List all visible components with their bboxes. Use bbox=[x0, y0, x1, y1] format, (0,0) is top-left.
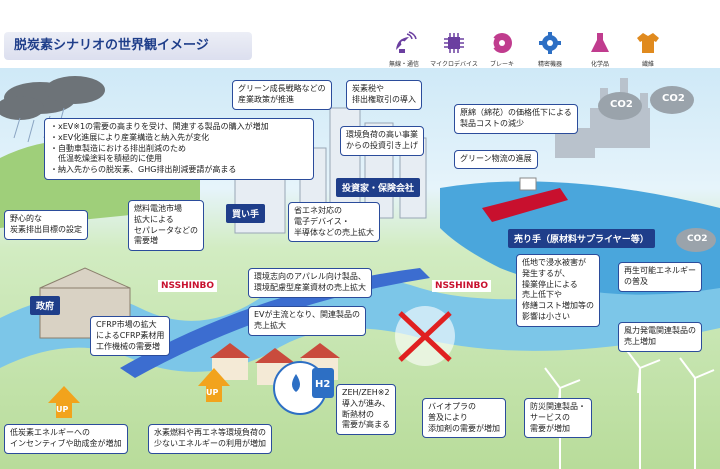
callout-cfrp: CFRP市場の拡大によるCFRP素材用 工作機械の需要増 bbox=[90, 316, 171, 357]
legend-microdevice: マイクロデバイス bbox=[428, 30, 480, 68]
callout-green-growth: グリーン成長戦略などの産業政策が推進 bbox=[232, 80, 332, 110]
role-investor: 投資家・保険会社 bbox=[336, 178, 421, 197]
callout-cotton-price: 原綿（綿花）の価格低下による製品コストの減少 bbox=[454, 104, 578, 134]
legend-wireless: 無線・通信 bbox=[378, 30, 430, 68]
co2-label: CO2 bbox=[662, 93, 685, 104]
up-label: UP bbox=[206, 388, 219, 397]
company-logo: NSSHINBO bbox=[158, 280, 218, 292]
company-logo: NSSHINBO bbox=[432, 280, 492, 292]
callout-energy-devices: 省エネ対応の電子デバイス・ 半導体などの売上拡大 bbox=[288, 202, 380, 243]
gear-icon bbox=[539, 32, 561, 54]
satellite-dish-icon bbox=[396, 31, 417, 53]
highway bbox=[120, 268, 430, 378]
callout-fuel-cell: 燃料電池市場拡大による セパレータなどの需要増 bbox=[128, 200, 204, 252]
callout-ev-main: EVが主流となり、関連製品の売上拡大 bbox=[248, 306, 366, 336]
hydrogen-station-icon bbox=[273, 361, 334, 415]
ship-icon bbox=[482, 177, 568, 222]
scenario-scene: CO2 CO2 CO2 UP UP H2 NSSHINBO NSSHINBO 買… bbox=[0, 68, 720, 469]
flask-icon bbox=[591, 33, 609, 52]
callout-water-damage: 低地で浸水被害が発生するが、 操業停止による売上低下や 修繕コスト増加等の影響は… bbox=[516, 254, 600, 327]
role-seller: 売り手（原材料サプライヤー等） bbox=[508, 229, 655, 248]
microchip-icon bbox=[444, 33, 464, 53]
callout-apparel: 環境志向のアパレル向け製品、環境配慮型産業資材の売上拡大 bbox=[248, 268, 372, 298]
callout-carbon-tax: 炭素税や排出権取引の導入 bbox=[346, 80, 422, 110]
shirt-icon bbox=[637, 33, 659, 53]
prohibited-sign-icon bbox=[395, 306, 455, 366]
callout-renewable: 再生可能エネルギーの普及 bbox=[618, 262, 702, 292]
up-arrow-icon bbox=[48, 368, 230, 418]
legend-chemical: 化学品 bbox=[574, 30, 626, 68]
legend-brake: ブレーキ bbox=[476, 30, 528, 68]
callout-hydrogen: 水素燃料や再エネ等環境負荷の少ないエネルギーの利用が増加 bbox=[148, 424, 272, 454]
callout-logistics: グリーン物流の進展 bbox=[454, 150, 538, 169]
brake-disc-icon bbox=[491, 33, 512, 53]
co2-label: CO2 bbox=[687, 234, 708, 244]
legend-precision: 精密機器 bbox=[524, 30, 576, 68]
role-buyer: 買い手 bbox=[226, 204, 266, 223]
callout-ambitious-target: 野心的な炭素排出目標の設定 bbox=[4, 210, 88, 240]
callout-low-energy-incentive: 低炭素エネルギーへのインセンティブや助成金が増加 bbox=[4, 424, 128, 454]
callout-bioplastic: バイオプラの普及により 添加剤の需要が増加 bbox=[422, 398, 506, 439]
co2-cloud-icon bbox=[598, 86, 716, 252]
role-government: 政府 bbox=[30, 296, 61, 315]
h2-label: H2 bbox=[315, 379, 331, 390]
callout-disaster: 防災関連製品・サービスの 需要が増加 bbox=[524, 398, 592, 439]
houses bbox=[210, 343, 340, 363]
callout-wind-power: 風力発電関連製品の売上増加 bbox=[618, 322, 702, 352]
storm-cloud-icon bbox=[0, 76, 105, 120]
legend-textile: 繊維 bbox=[622, 30, 674, 68]
callout-investment: 環境負荷の高い事業からの投資引き上げ bbox=[340, 126, 424, 156]
co2-label: CO2 bbox=[610, 99, 633, 110]
page-title: 脱炭素シナリオの世界観イメージ bbox=[4, 32, 252, 60]
callout-xev: ・xEV※1の需要の高まりを受け、関連する製品の購入が増加・xEV化進展により産… bbox=[44, 118, 314, 180]
up-label: UP bbox=[56, 405, 69, 414]
